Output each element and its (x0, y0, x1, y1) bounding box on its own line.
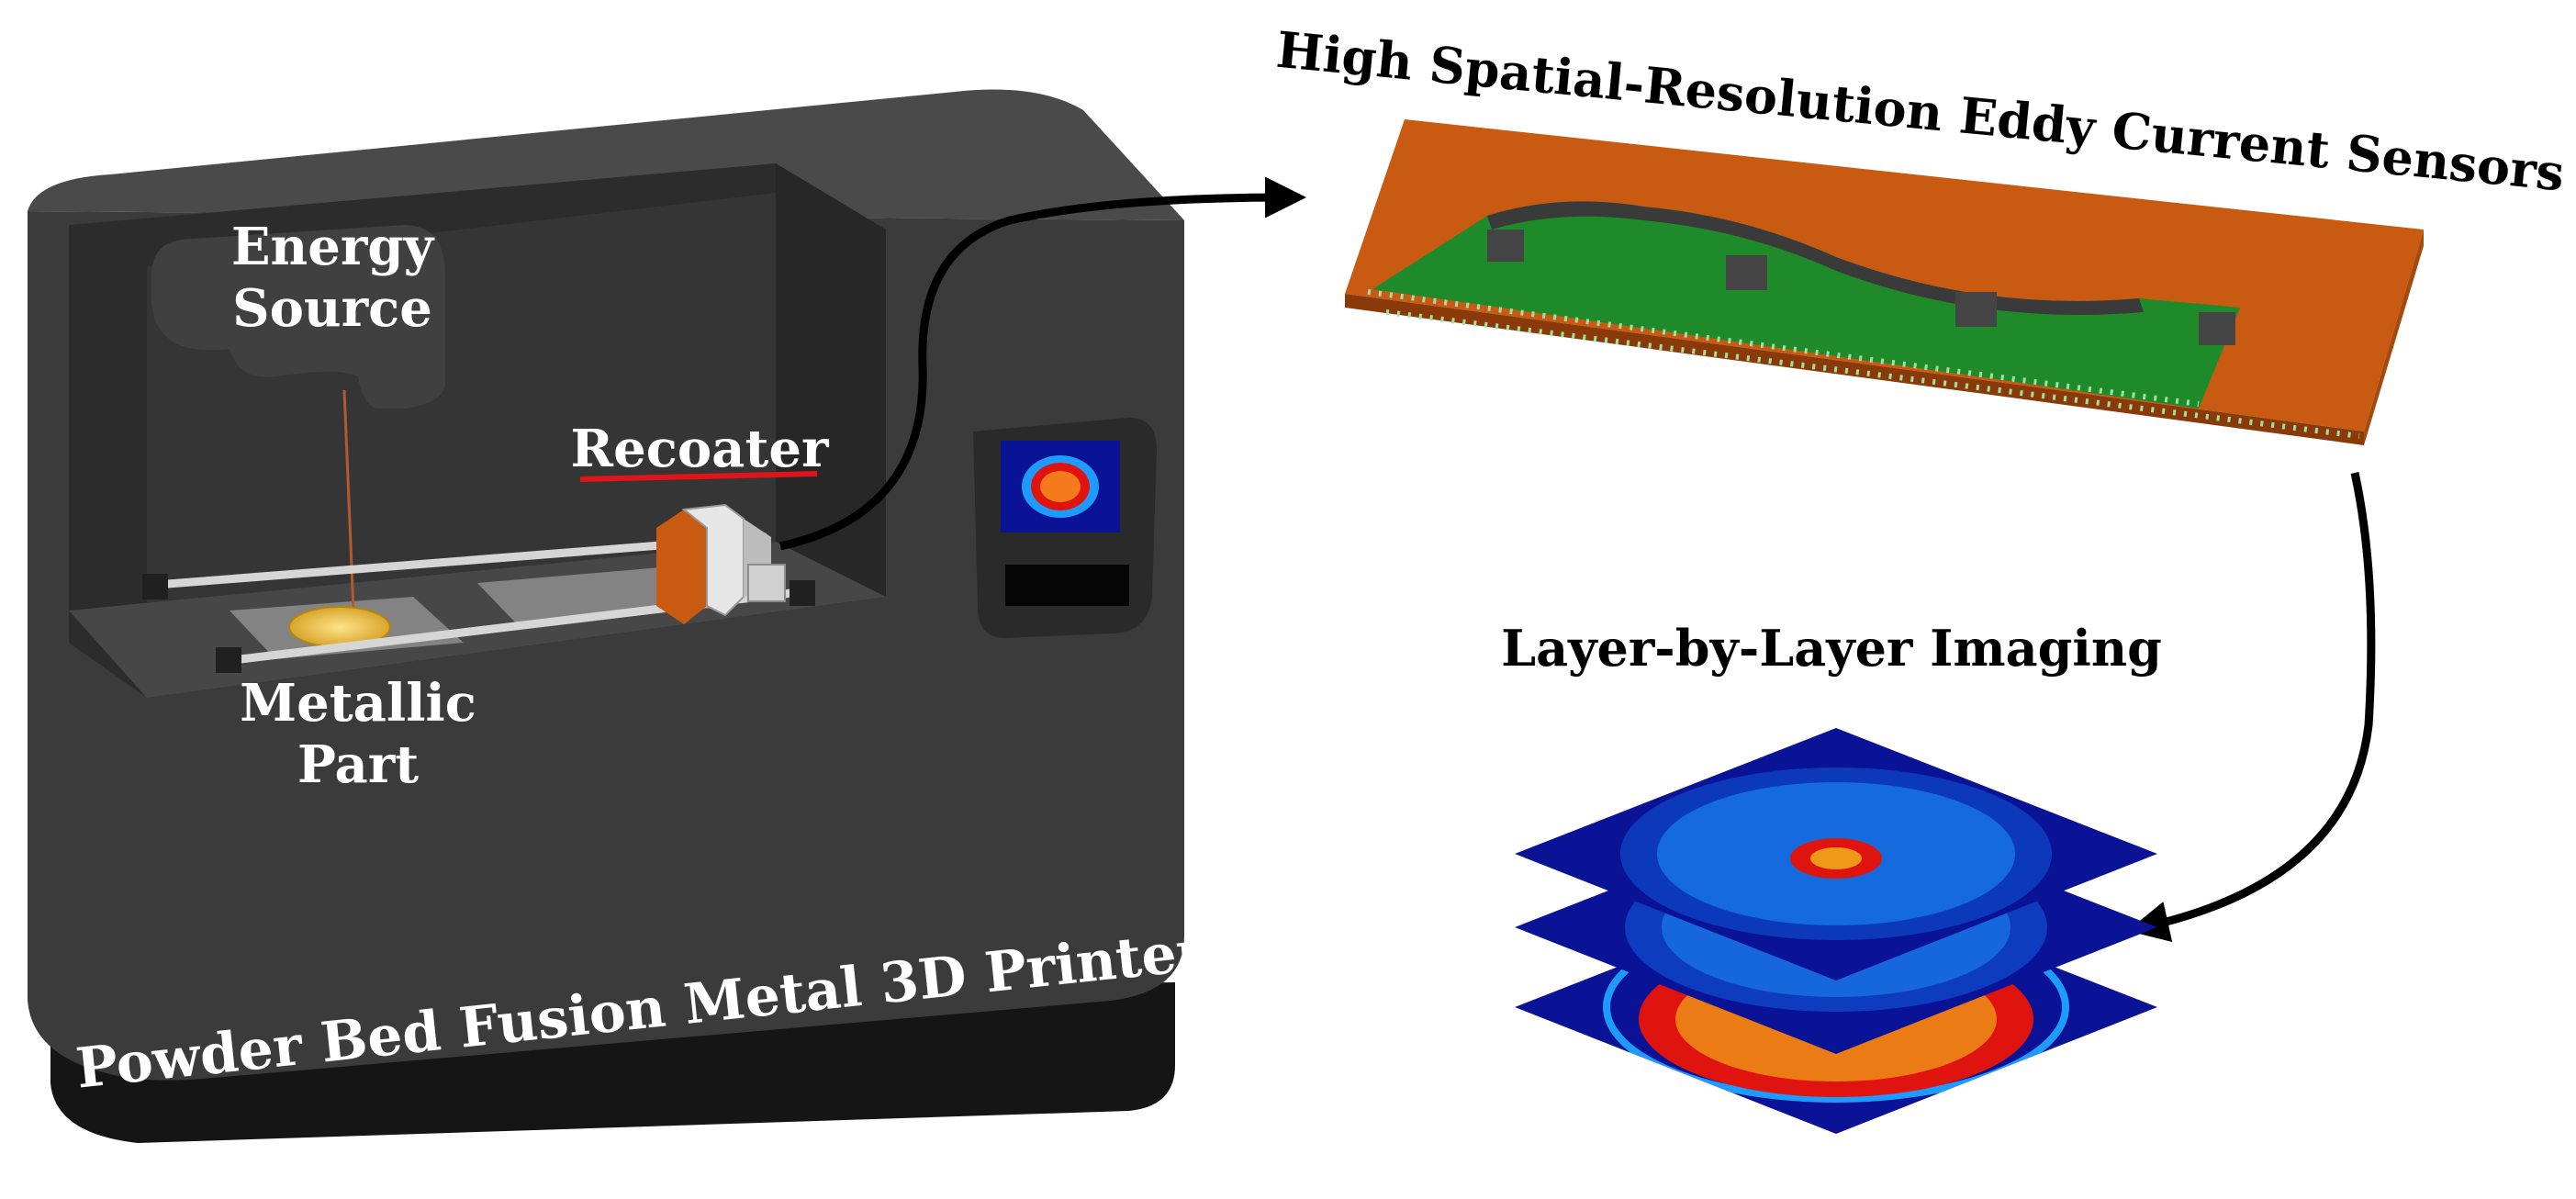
eddy-current-sensor-array (1345, 119, 2424, 445)
imaging-title-label: Layer-by-Layer Imaging (1501, 619, 2162, 678)
layer-image-stack (1515, 728, 2157, 1134)
energy-source-head (151, 225, 445, 409)
metallic-part-label-line1: Metallic (240, 673, 476, 734)
printer-machine (28, 89, 1184, 1143)
sensor-coil-row (1367, 289, 2200, 407)
monitor-keyboard-tray (1005, 565, 1129, 606)
laser-beam (342, 389, 355, 611)
control-monitor (973, 418, 1157, 638)
energy-source-label-line1: Energy (231, 217, 435, 277)
recoater-label: Recoater (571, 419, 830, 479)
metallic-part-label-line2: Part (297, 734, 419, 795)
printer-top-surface (28, 89, 1184, 220)
arrow-recoater-to-sensor (779, 176, 1306, 551)
energy-source-label-line2: Source (232, 278, 432, 339)
recoater-label-underline (579, 471, 818, 482)
recoater-assembly (656, 503, 786, 624)
arrow-sensor-to-imaging (2127, 472, 2376, 943)
image-layer-top (1515, 728, 2157, 980)
sensor-pcb (1372, 201, 2240, 409)
